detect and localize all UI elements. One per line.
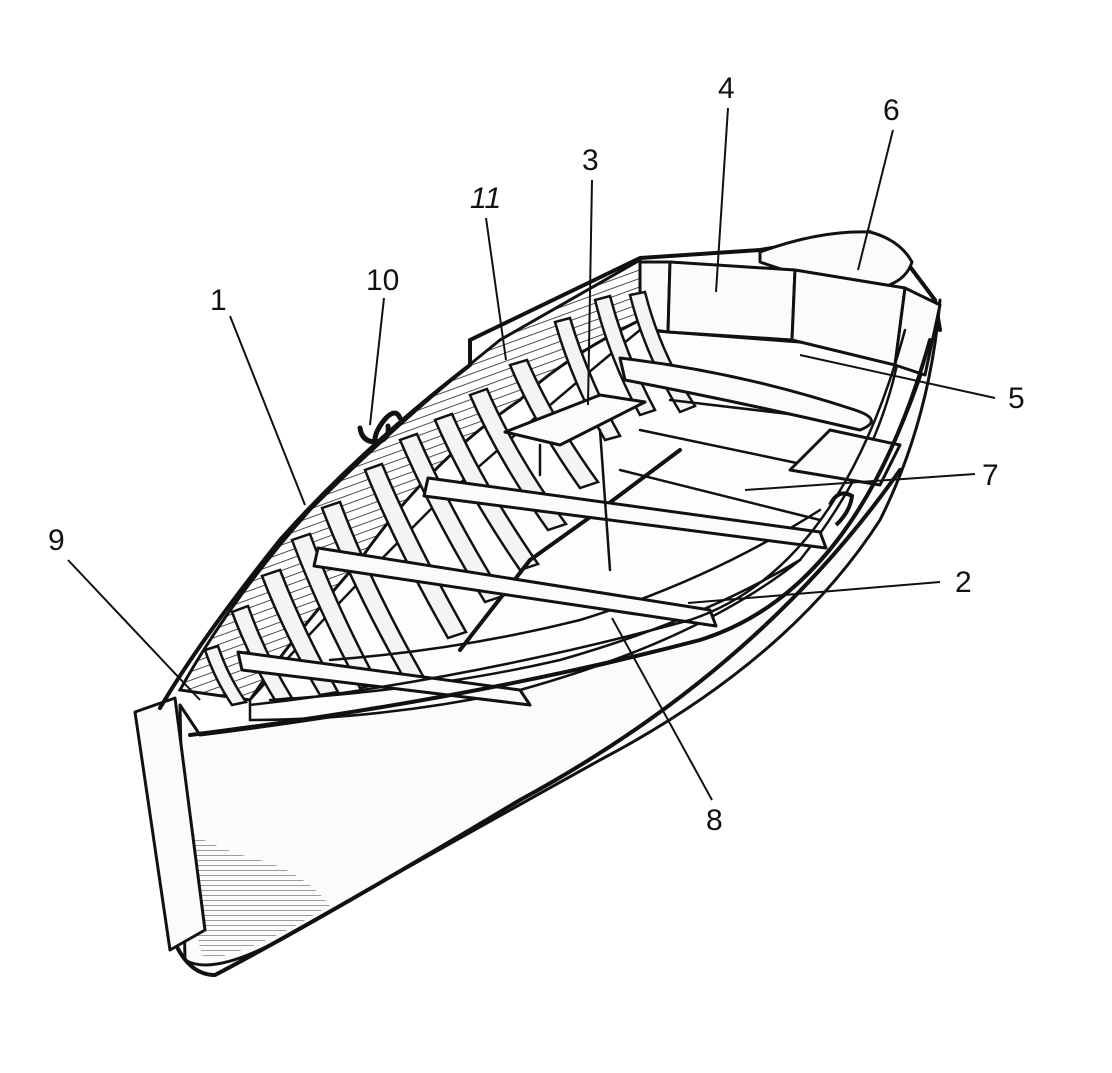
starboard-gunwale [188, 338, 932, 737]
oarlock [357, 410, 403, 445]
callout-1: 1 [210, 284, 227, 317]
mast-step-leg [598, 428, 612, 572]
leader-lines [67, 107, 996, 801]
floorboard-line [268, 558, 802, 702]
leader-6 [857, 129, 894, 271]
keelson [458, 448, 682, 652]
callout-labels: 1 2 3 4 5 6 7 8 9 10 11 [48, 72, 1025, 837]
gunwale [158, 328, 932, 737]
callout-6: 6 [883, 94, 900, 127]
bow-seat-back [666, 260, 797, 342]
thwarts [236, 356, 902, 707]
leader-5 [799, 354, 996, 399]
callout-2: 2 [955, 566, 972, 599]
rudder-fitting-icon [828, 491, 855, 527]
callout-5: 5 [1008, 382, 1025, 415]
hull-lower-hatching [185, 830, 330, 960]
rudder-fitting [828, 491, 855, 527]
thwart-aft [312, 546, 718, 628]
floorboard-line [618, 468, 822, 522]
rib [203, 644, 249, 707]
rib [363, 462, 468, 640]
stern-thwart [236, 650, 532, 707]
callout-10: 10 [366, 264, 399, 297]
callout-3: 3 [582, 144, 599, 177]
mast-step-board [503, 393, 647, 447]
thwart-middle [422, 476, 828, 550]
inner-starboard-rim [248, 328, 907, 707]
floorboards [268, 378, 842, 702]
leader-2 [687, 581, 941, 604]
callout-8: 8 [706, 804, 723, 837]
bow-seat-right-side [893, 286, 942, 377]
rib [593, 294, 657, 417]
ribs [203, 290, 697, 707]
leader-4 [715, 107, 729, 293]
side-seat [788, 428, 902, 487]
callout-11: 11 [470, 182, 501, 215]
callout-9: 9 [48, 524, 65, 557]
callout-7: 7 [982, 459, 999, 492]
bow-thwart [618, 356, 873, 432]
leader-8 [611, 617, 713, 801]
leader-3 [587, 179, 593, 406]
leader-10 [369, 297, 385, 426]
oarlock-icon [357, 410, 403, 445]
leader-9 [67, 559, 201, 701]
leader-11 [485, 217, 507, 361]
leader-7 [744, 473, 976, 491]
callout-4: 4 [718, 72, 735, 105]
floorboard-line [328, 508, 822, 662]
leader-1 [229, 315, 306, 506]
port-gunwale [158, 338, 472, 710]
